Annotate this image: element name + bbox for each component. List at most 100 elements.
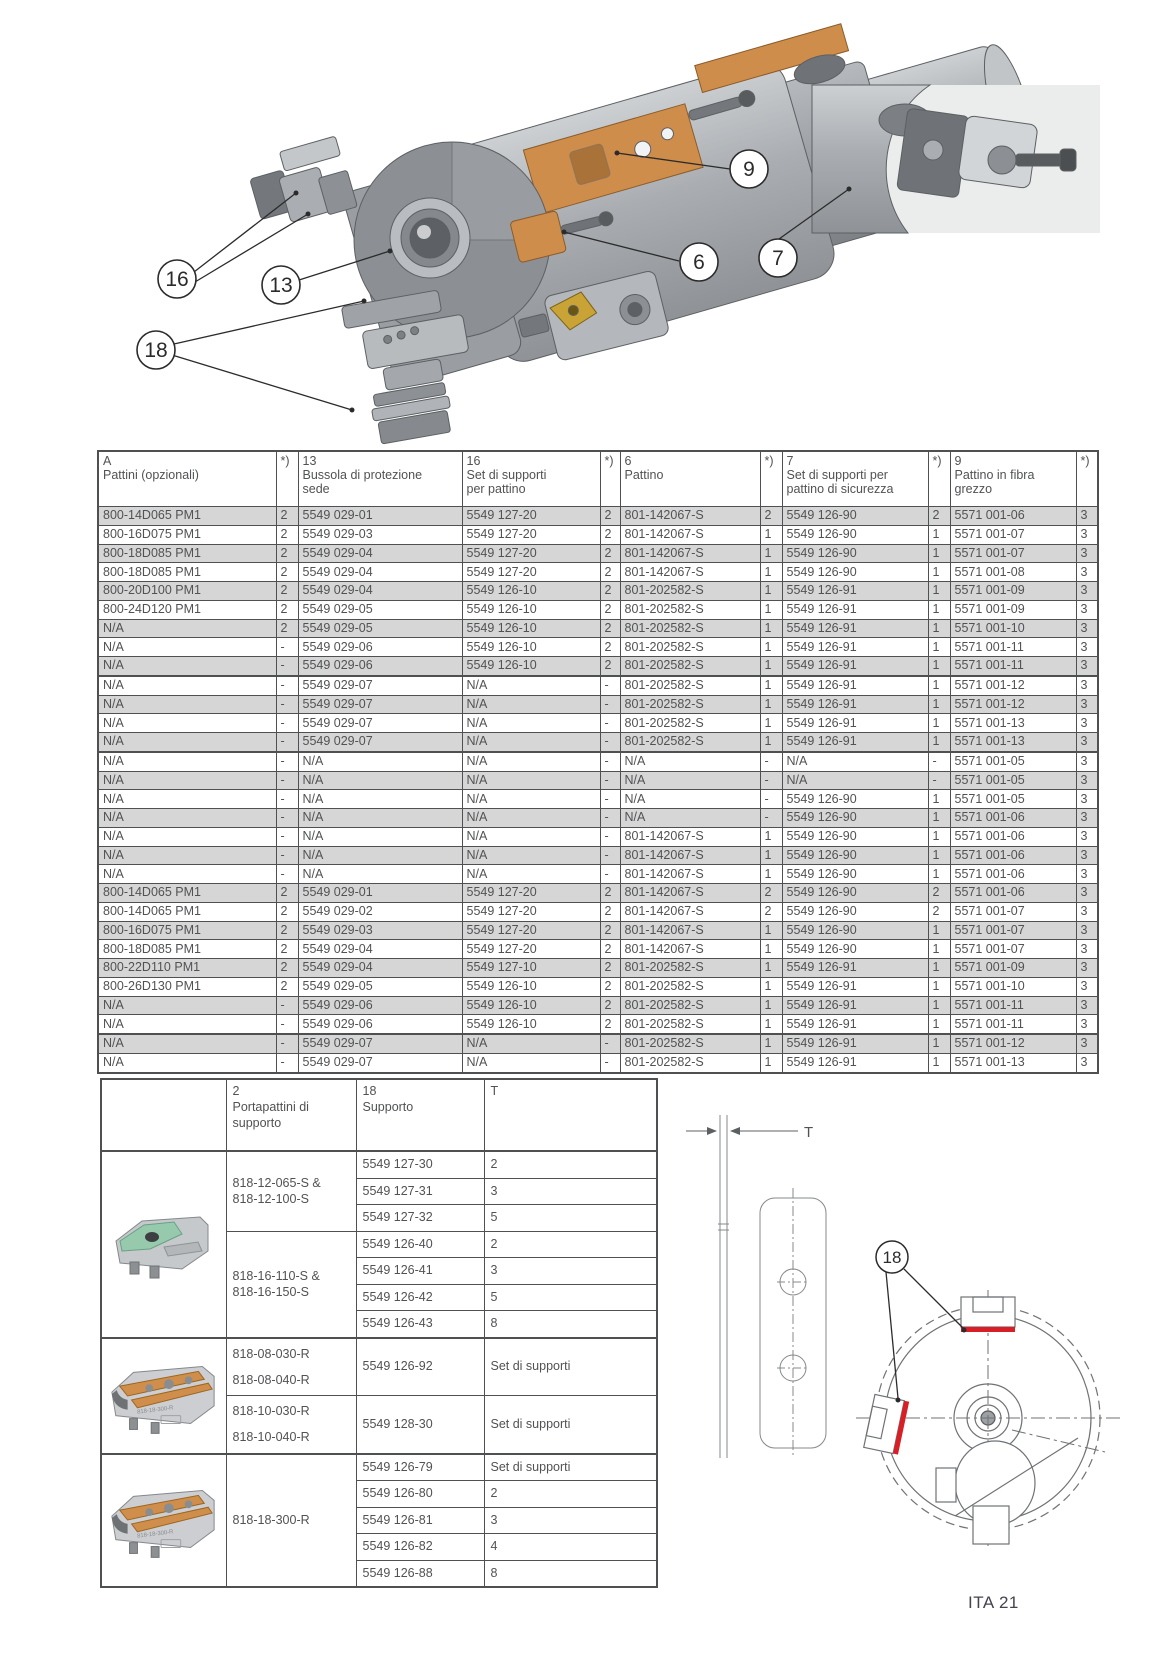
callout-18-bottom: 18 [875,1240,967,1403]
table-cell: N/A [461,808,601,828]
table-cell: 5549 029-04 [297,562,463,582]
portapattini-label: 818-08-030-R 818-08-040-R [225,1336,357,1396]
table-cell: N/A [461,770,601,791]
insert-cartridge [518,270,669,361]
table-cell: 5549 029-06 [297,1014,463,1035]
table-cell: 5549 126-90 [781,506,929,526]
table-cell: N/A [97,770,277,791]
table-cell: N/A [297,750,463,772]
table-cell: 5549 029-05 [297,976,463,997]
table-cell: 5571 001-06 [949,826,1077,847]
table-cell: 5549 126-10 [461,655,601,677]
table-cell: - [275,995,299,1016]
table-cell: 801-202582-S [619,637,761,657]
table-cell: 3 [1075,581,1099,601]
t-value: 2 [483,1150,658,1179]
table-cell: 2 [599,901,621,922]
table-cell: 3 [1075,958,1099,978]
table-cell: - [599,864,621,884]
supporto-part-number: 5549 127-32 [355,1204,485,1232]
table-cell: 5549 126-10 [461,618,601,639]
table-cell: 801-202582-S [619,1052,761,1074]
table-cell: N/A [97,1032,277,1054]
table-cell: 5549 127-20 [461,506,601,526]
table-cell: 2 [275,939,299,959]
pattino-clamp-parts [250,136,358,223]
support-pad-orange-image: 818-18-300-R [111,1365,215,1434]
table-cell: 2 [759,883,783,903]
table-cell: 801-142067-S [619,562,761,582]
table-cell: N/A [97,713,277,733]
table-cell: 800-22D110 PM1 [97,958,277,978]
table-cell: 1 [927,655,951,677]
table-cell: 5549 126-91 [781,674,929,696]
table-cell: N/A [97,731,277,753]
table-cell: 1 [927,939,951,959]
table-cell: 5549 029-04 [297,543,463,564]
table-cell: N/A [781,770,929,791]
column-header: *) [759,450,783,507]
table-cell: 2 [927,901,951,922]
table-cell: 801-142067-S [619,506,761,526]
table-cell: 800-14D065 PM1 [97,506,277,526]
table-cell: 1 [759,826,783,847]
table-cell: N/A [97,1014,277,1035]
table-cell: - [275,770,299,791]
table-cell: 5549 126-90 [781,883,929,903]
table-cell: N/A [97,618,277,639]
table-cell: 5549 126-91 [781,637,929,657]
t-value: 2 [483,1480,658,1508]
support-stack-parts [341,290,469,445]
table-cell: N/A [619,770,761,791]
table-cell: 1 [927,864,951,884]
table-cell: - [275,713,299,733]
table-cell: N/A [97,864,277,884]
table-cell: - [275,1014,299,1035]
table-cell: 3 [1075,713,1099,733]
table-cell: - [275,1032,299,1054]
table-cell: 2 [275,506,299,526]
table-cell: 5549 126-10 [461,976,601,997]
table-cell: N/A [461,674,601,696]
table-cell: 801-142067-S [619,826,761,847]
table-cell: 2 [275,901,299,922]
table-cell: 1 [927,637,951,657]
parts-table: A Pattini (opzionali)*)13 Bussola di pro… [97,450,1099,1074]
table-cell: - [599,1032,621,1054]
assembly-figure: 16 13 18 9 6 7 [136,23,1100,445]
table-cell: 2 [275,543,299,564]
pad-engraving-label: 818-18-300-R [137,1530,174,1540]
callout-16: 16 [157,259,197,299]
table-cell: 3 [1075,770,1099,791]
pad-engraving-label: 818-18-300-R [137,1405,174,1415]
table-cell: - [275,826,299,847]
callout-13: 13 [261,265,301,305]
column-header: 2 Portapattini di supporto [225,1078,357,1152]
table-cell: N/A [619,750,761,772]
table-cell: 1 [759,694,783,715]
table-cell: 3 [1075,995,1099,1016]
table-cell: N/A [97,655,277,677]
table-cell: N/A [97,674,277,696]
table-cell: 801-202582-S [619,1014,761,1035]
callout-6: 6 [679,242,719,282]
table-cell: 800-18D085 PM1 [97,562,277,582]
table-cell: 5571 001-12 [949,1032,1077,1054]
table-cell: 2 [599,958,621,978]
callout-18-bottom-label: 18 [883,1248,902,1267]
column-header: *) [275,450,299,507]
portapattini-label: 818-18-300-R [225,1452,357,1588]
table-cell: 5571 001-06 [949,883,1077,903]
table-cell: 5549 126-10 [461,599,601,620]
table-cell: 5571 001-05 [949,789,1077,809]
table-cell: 3 [1075,883,1099,903]
table-cell: 1 [927,845,951,866]
table-cell: 2 [275,581,299,601]
